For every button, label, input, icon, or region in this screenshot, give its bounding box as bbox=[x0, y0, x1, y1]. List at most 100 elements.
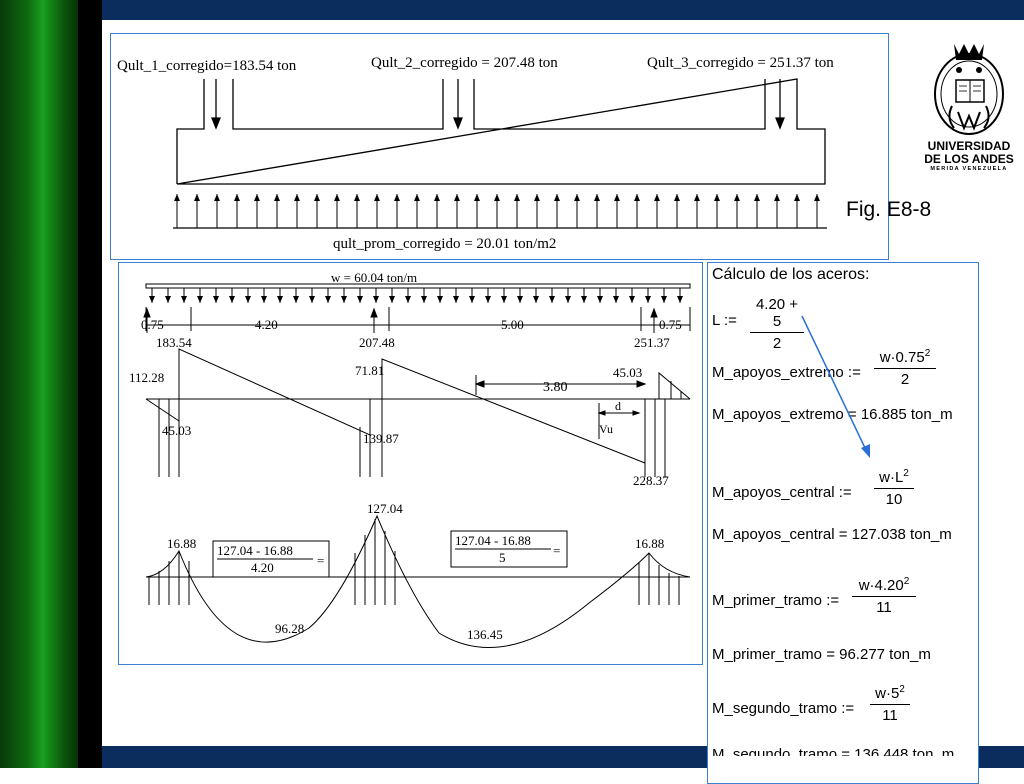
arrow-head-icon bbox=[165, 296, 171, 303]
arrow-head-icon bbox=[453, 296, 459, 303]
shear-value-1: 112.28 bbox=[129, 370, 164, 385]
arrow-head-icon bbox=[197, 296, 203, 303]
formula-2-eq: = bbox=[553, 543, 560, 558]
beam-svg: w = 60.04 ton/m 0.75 4.20 5.00 0.75 183.… bbox=[129, 270, 691, 649]
m2-numerator: w·L bbox=[879, 469, 904, 486]
arrow-head-icon bbox=[501, 296, 507, 303]
arrow-head-icon bbox=[229, 296, 235, 303]
dim-left-overhang: 0.75 bbox=[141, 317, 164, 332]
m4-denominator: 11 bbox=[882, 707, 898, 724]
logo-line-3: MERIDA VENEZUELA bbox=[930, 166, 1008, 172]
arrow-head-icon bbox=[634, 194, 640, 201]
arrow-head-icon bbox=[389, 296, 395, 303]
arrow-head-icon bbox=[434, 194, 440, 201]
arrow-head-icon bbox=[414, 194, 420, 201]
m3-result: M_primer_tramo = 96.277 ton_m bbox=[712, 646, 931, 663]
calculation-panel-frame bbox=[707, 262, 979, 784]
arrow-head-icon bbox=[421, 296, 427, 303]
arrow-head-icon bbox=[565, 296, 571, 303]
arrow-head-icon bbox=[394, 194, 400, 201]
calc-title: Cálculo de los aceros: bbox=[712, 266, 870, 283]
left-green-stripe bbox=[0, 0, 78, 768]
distance-dimension bbox=[474, 375, 647, 439]
load-3-label: Qult_3_corregido = 251.37 ton bbox=[647, 55, 834, 71]
arrow-head-icon bbox=[774, 194, 780, 201]
arrow-head-icon bbox=[294, 194, 300, 201]
arrow-head-icon bbox=[494, 194, 500, 201]
arrow-head-icon bbox=[645, 296, 651, 303]
arrow-head-icon bbox=[245, 296, 251, 303]
m1-lhs: M_apoyos_extremo := bbox=[712, 364, 861, 381]
dim-right-overhang: 0.75 bbox=[659, 317, 682, 332]
arrow-head-icon bbox=[437, 296, 443, 303]
m3-lhs: M_primer_tramo := bbox=[712, 592, 840, 609]
shear-value-5: 45.03 bbox=[613, 365, 642, 380]
arrow-head-icon bbox=[654, 194, 660, 201]
reaction-3: 251.37 bbox=[634, 335, 670, 350]
load-2-label: Qult_2_corregido = 207.48 ton bbox=[371, 55, 558, 71]
dim-span-1: 4.20 bbox=[255, 317, 278, 332]
soil-pressure-arrows bbox=[174, 194, 820, 228]
arrow-head-icon bbox=[734, 194, 740, 201]
m3-exponent: 2 bbox=[903, 576, 910, 587]
arrow-head-icon bbox=[469, 296, 475, 303]
arrow-head-icon bbox=[677, 296, 683, 303]
arrow-head-icon bbox=[341, 296, 347, 303]
m2-denominator: 10 bbox=[885, 491, 903, 508]
university-logo: UNIVERSIDAD DE LOS ANDES MERIDA VENEZUEL… bbox=[918, 36, 1020, 186]
formula-1-num: 127.04 - 16.88 bbox=[217, 543, 293, 558]
arrow-head-icon bbox=[694, 194, 700, 201]
m2-lhs: M_apoyos_central := bbox=[712, 484, 852, 501]
arrow-head-icon bbox=[581, 296, 587, 303]
arrow-head-icon bbox=[574, 194, 580, 201]
moment-value-4: 96.28 bbox=[275, 621, 304, 636]
footing-svg: Qult_1_corregido=183.54 ton Qult_2_corre… bbox=[117, 55, 834, 252]
moment-value-2: 127.04 bbox=[367, 501, 403, 516]
arrow-head-icon bbox=[314, 194, 320, 201]
shear-value-2: 45.03 bbox=[162, 423, 191, 438]
moment-hatch bbox=[148, 519, 680, 605]
arrow-head-icon bbox=[277, 296, 283, 303]
top-bar bbox=[102, 0, 1024, 20]
figure-label: Fig. E8-8 bbox=[846, 198, 932, 221]
arrow-head-icon bbox=[514, 194, 520, 201]
arrow-head-icon bbox=[261, 296, 267, 303]
L-denominator: 2 bbox=[772, 335, 782, 352]
left-black-stripe bbox=[78, 0, 102, 768]
m4-fraction: w·52 11 bbox=[870, 684, 910, 724]
formula-box-2: 127.04 - 16.88 5 = bbox=[450, 530, 568, 568]
m2-exponent: 2 bbox=[903, 468, 909, 479]
arrow-head-icon bbox=[554, 194, 560, 201]
formula-1-eq: = bbox=[317, 553, 324, 568]
moment-value-1: 16.88 bbox=[167, 536, 196, 551]
arrow-head-icon bbox=[614, 194, 620, 201]
arrow-head-icon bbox=[454, 194, 460, 201]
shear-value-4: 139.87 bbox=[363, 431, 399, 446]
arrow-head-icon bbox=[533, 296, 539, 303]
d-label: d bbox=[615, 399, 621, 413]
formula-2-den: 5 bbox=[499, 550, 506, 565]
arrow-head-icon bbox=[534, 194, 540, 201]
m1-exponent: 2 bbox=[924, 348, 931, 359]
m1-result: M_apoyos_extremo = 16.885 ton_m bbox=[712, 406, 953, 423]
m3-numerator: w·4.20 bbox=[858, 577, 904, 594]
m1-fraction: w·0.752 2 bbox=[874, 348, 936, 388]
arrow-head-icon bbox=[613, 296, 619, 303]
load-1-label: Qult_1_corregido=183.54 ton bbox=[117, 58, 297, 74]
university-seal-icon bbox=[934, 44, 1004, 135]
shear-diagram bbox=[145, 348, 691, 464]
arrow-head-icon bbox=[754, 194, 760, 201]
formula-1-den: 4.20 bbox=[251, 560, 274, 575]
m4-lhs: M_segundo_tramo := bbox=[712, 700, 855, 717]
soil-pressure-label: qult_prom_corregido = 20.01 ton/m2 bbox=[333, 236, 556, 252]
arrow-head-icon bbox=[661, 296, 667, 303]
moment-diagram bbox=[145, 514, 691, 649]
reaction-arrows bbox=[143, 307, 658, 333]
arrow-head-icon bbox=[174, 194, 180, 201]
arrow-head-icon bbox=[794, 194, 800, 201]
m4-numerator: w·5 bbox=[875, 685, 900, 702]
arrow-head-icon bbox=[194, 194, 200, 201]
reference-arrowhead-icon bbox=[861, 444, 870, 458]
formula-box-1: 127.04 - 16.88 4.20 = bbox=[212, 540, 330, 578]
arrow-head-icon bbox=[234, 194, 240, 201]
